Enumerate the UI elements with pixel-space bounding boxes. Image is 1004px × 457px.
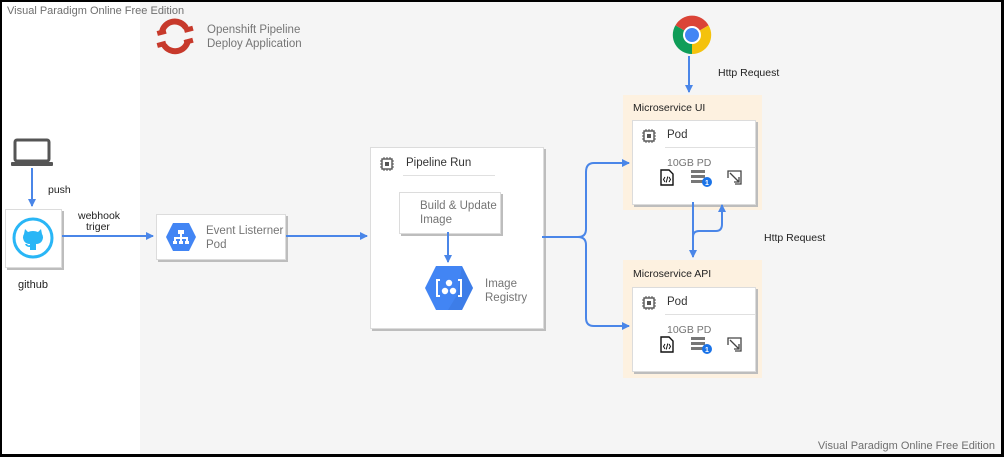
scale-arrow-icon [727, 170, 742, 185]
pipeline-run-node[interactable]: Pipeline Run Build & Update Image Image … [370, 147, 544, 329]
pipeline-run-divider [403, 175, 495, 176]
pod-divider [665, 314, 755, 315]
pod-storage-label: 10GB PD [667, 157, 712, 169]
event-listener-line2: Pod [206, 239, 227, 251]
github-node[interactable] [5, 209, 62, 268]
pod-badge: 1 [705, 180, 709, 187]
build-update-image-node[interactable]: Build & Update Image [399, 192, 501, 234]
laptop-icon[interactable] [10, 138, 54, 168]
pod-divider [665, 147, 755, 148]
edge-pipeline-to-ui [542, 159, 630, 238]
storage-stack-icon: 1 [691, 170, 712, 187]
http-request-mid-label: Http Request [764, 232, 826, 244]
pipeline-run-title: Pipeline Run [406, 157, 472, 169]
code-file-icon [660, 169, 674, 186]
edge-api-to-ui [692, 204, 726, 238]
watermark-top: Visual Paradigm Online Free Edition [7, 5, 185, 17]
build-line1: Build & Update [420, 200, 497, 212]
pod-title: Pod [667, 296, 688, 308]
openshift-logo-icon [156, 18, 194, 55]
chip-icon [642, 296, 656, 310]
microservice-api-pod[interactable]: Pod 10GB PD 1 [632, 287, 756, 372]
push-label: push [48, 184, 71, 196]
watermark-bottom: Visual Paradigm Online Free Edition [817, 440, 995, 452]
chip-icon [642, 129, 656, 143]
webhook-label-line1: webhook [78, 210, 121, 222]
pod-title: Pod [667, 129, 688, 141]
build-line2: Image [420, 214, 452, 226]
pod-badge: 1 [705, 347, 709, 354]
code-file-icon [660, 336, 674, 353]
edge-pipeline-to-api [577, 236, 630, 330]
microservice-ui-pod[interactable]: Pod 10GB PD 1 [632, 120, 756, 205]
http-request-top-label: Http Request [718, 67, 780, 79]
webhook-label-line2: triger [86, 221, 110, 233]
title-line2: Deploy Application [207, 38, 302, 50]
event-listener-node[interactable]: Event Listerner Pod [156, 214, 286, 260]
registry-line2: Registry [485, 292, 528, 304]
title-line1: Openshift Pipeline [207, 24, 301, 36]
chrome-icon[interactable] [672, 15, 712, 55]
microservice-ui-title: Microservice UI [633, 102, 706, 114]
microservice-api-title: Microservice API [633, 268, 712, 280]
container-registry-hex-icon[interactable] [424, 265, 474, 311]
microservice-ui-zone[interactable]: Microservice UI Pod 10GB PD 1 [623, 95, 762, 210]
network-hex-icon [166, 223, 196, 251]
github-icon [12, 217, 54, 259]
registry-line1: Image [485, 278, 517, 290]
microservice-api-zone[interactable]: Microservice API Pod 10GB PD 1 [623, 260, 762, 378]
github-label: github [18, 279, 48, 291]
event-listener-line1: Event Listerner [206, 225, 284, 237]
pod-storage-label: 10GB PD [667, 324, 712, 336]
scale-arrow-icon [727, 337, 742, 352]
chip-icon [380, 157, 394, 171]
storage-stack-icon: 1 [691, 337, 712, 354]
